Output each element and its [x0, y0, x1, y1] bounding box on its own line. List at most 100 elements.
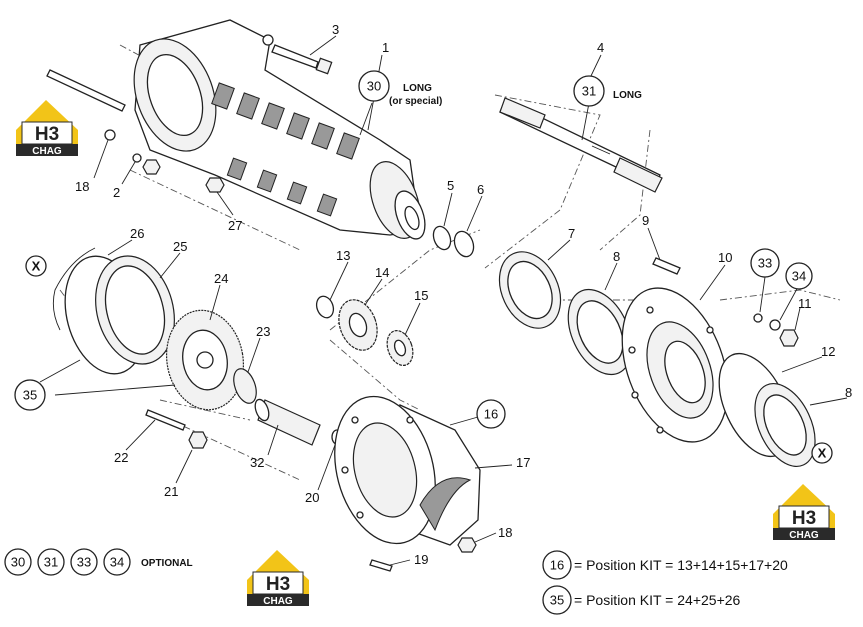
callout-27: 27 — [228, 218, 242, 233]
svg-text:30: 30 — [367, 79, 381, 94]
circled-31: 31 — [573, 75, 605, 107]
note-long-30: LONG — [403, 83, 432, 94]
splined-shaft-part-32 — [254, 398, 321, 446]
callout-14: 14 — [375, 265, 389, 280]
callout-13: 13 — [336, 248, 350, 263]
callout-1: 1 — [382, 40, 389, 55]
svg-text:X: X — [818, 446, 827, 461]
circled-33: 33 — [750, 248, 780, 278]
screw-part-18-left — [104, 129, 116, 141]
washer-small — [262, 34, 274, 46]
callout-2: 2 — [113, 185, 120, 200]
callout-25: 25 — [173, 239, 187, 254]
leader-lines — [39, 35, 848, 566]
callout-24: 24 — [214, 271, 228, 286]
callout-26: 26 — [130, 226, 144, 241]
svg-text:34: 34 — [110, 555, 124, 570]
svg-text:35: 35 — [23, 388, 37, 403]
note-long-31: LONG — [613, 90, 642, 101]
drive-shaft-part-4 — [499, 97, 663, 193]
callout-11: 11 — [798, 296, 812, 311]
circled-30: 30 — [358, 70, 390, 102]
stud-bolt — [46, 69, 126, 112]
snap-ring-part-26 — [52, 247, 96, 331]
svg-text:16: 16 — [550, 558, 564, 573]
seal-ring-5 — [432, 225, 452, 251]
callout-3: 3 — [332, 22, 339, 37]
svg-text:33: 33 — [77, 555, 91, 570]
callout-5: 5 — [447, 178, 454, 193]
thrust-washer-part-23 — [233, 368, 257, 404]
callout-12: 12 — [821, 344, 835, 359]
callout-10: 10 — [718, 250, 732, 265]
circled-34: 34 — [785, 262, 813, 290]
callout-15: 15 — [414, 288, 428, 303]
kit-16-badge: 16 — [542, 550, 572, 580]
circled-35: 35 — [14, 379, 46, 411]
planet-carrier-part-17 — [334, 395, 481, 546]
washer-part-34 — [769, 319, 781, 331]
callout-8b: 8 — [845, 385, 852, 400]
svg-text:X: X — [32, 259, 41, 274]
brand-logo-bottom: H3 CHAG — [247, 550, 309, 607]
optional-34: 34 — [103, 548, 131, 576]
optional-label: OPTIONAL — [141, 558, 193, 569]
pin-part-22 — [145, 409, 186, 431]
brand-logo-top-left: H3 CHAG — [16, 100, 78, 157]
wheel-stud-part-9 — [652, 257, 681, 275]
optional-33: 33 — [70, 548, 98, 576]
svg-text:CHAG: CHAG — [32, 146, 62, 157]
callout-8a: 8 — [613, 249, 620, 264]
callout-18b: 18 — [498, 525, 512, 540]
svg-text:CHAG: CHAG — [263, 596, 293, 607]
wheel-hub-part-10 — [621, 287, 729, 443]
circled-16: 16 — [476, 399, 506, 429]
kit-legend: 16 = Position KIT = 13+14+15+17+20 35 = … — [542, 550, 788, 615]
optional-legend: 30 31 33 34 OPTIONAL — [4, 548, 193, 576]
svg-text:CHAG: CHAG — [789, 530, 819, 541]
callout-9: 9 — [642, 213, 649, 228]
screw-part-19 — [369, 559, 393, 572]
ring-gear-part-25 — [64, 255, 175, 375]
svg-text:H3: H3 — [35, 124, 59, 145]
axle-housing-part-1 — [133, 19, 426, 240]
note-or-special: (or special) — [389, 96, 442, 107]
sun-gear-part-14 — [338, 299, 378, 351]
circled-callouts: 30 31 33 34 35 16 X X — [14, 70, 833, 464]
callout-numbers: 1 2 3 4 5 6 7 8 8 9 10 11 12 13 14 15 17… — [75, 22, 852, 567]
svg-text:H3: H3 — [266, 574, 290, 595]
circled-x-left: X — [25, 255, 47, 277]
callout-32: 32 — [250, 455, 264, 470]
callout-17: 17 — [516, 455, 530, 470]
bearing-part-8-right — [754, 383, 816, 467]
washer-part-2 — [132, 153, 142, 163]
callout-23: 23 — [256, 324, 270, 339]
kit-16-text: = Position KIT = 13+14+15+17+20 — [574, 557, 788, 573]
callout-20: 20 — [305, 490, 319, 505]
callout-21: 21 — [164, 484, 178, 499]
svg-text:35: 35 — [550, 593, 564, 608]
kit-35-text: = Position KIT = 24+25+26 — [574, 592, 741, 608]
callout-7: 7 — [568, 226, 575, 241]
kit-35-badge: 35 — [542, 585, 572, 615]
callout-22: 22 — [114, 450, 128, 465]
nut-part-21 — [188, 431, 208, 449]
brand-logo-right: H3 CHAG — [773, 484, 835, 541]
housing-ribs — [211, 82, 360, 217]
svg-text:31: 31 — [582, 84, 596, 99]
seal-ring-6 — [453, 230, 475, 258]
svg-text:31: 31 — [44, 555, 58, 570]
washer-part-33 — [753, 313, 763, 323]
planet-gear-part-15 — [386, 329, 414, 367]
svg-text:16: 16 — [484, 407, 498, 422]
callout-19: 19 — [414, 552, 428, 567]
circled-x-right: X — [811, 442, 833, 464]
svg-text:33: 33 — [758, 256, 772, 271]
gear-disc-part-24 — [165, 309, 245, 411]
callout-18a: 18 — [75, 179, 89, 194]
optional-31: 31 — [37, 548, 65, 576]
svg-text:H3: H3 — [792, 508, 816, 529]
bearing-part-8-left — [567, 288, 633, 376]
